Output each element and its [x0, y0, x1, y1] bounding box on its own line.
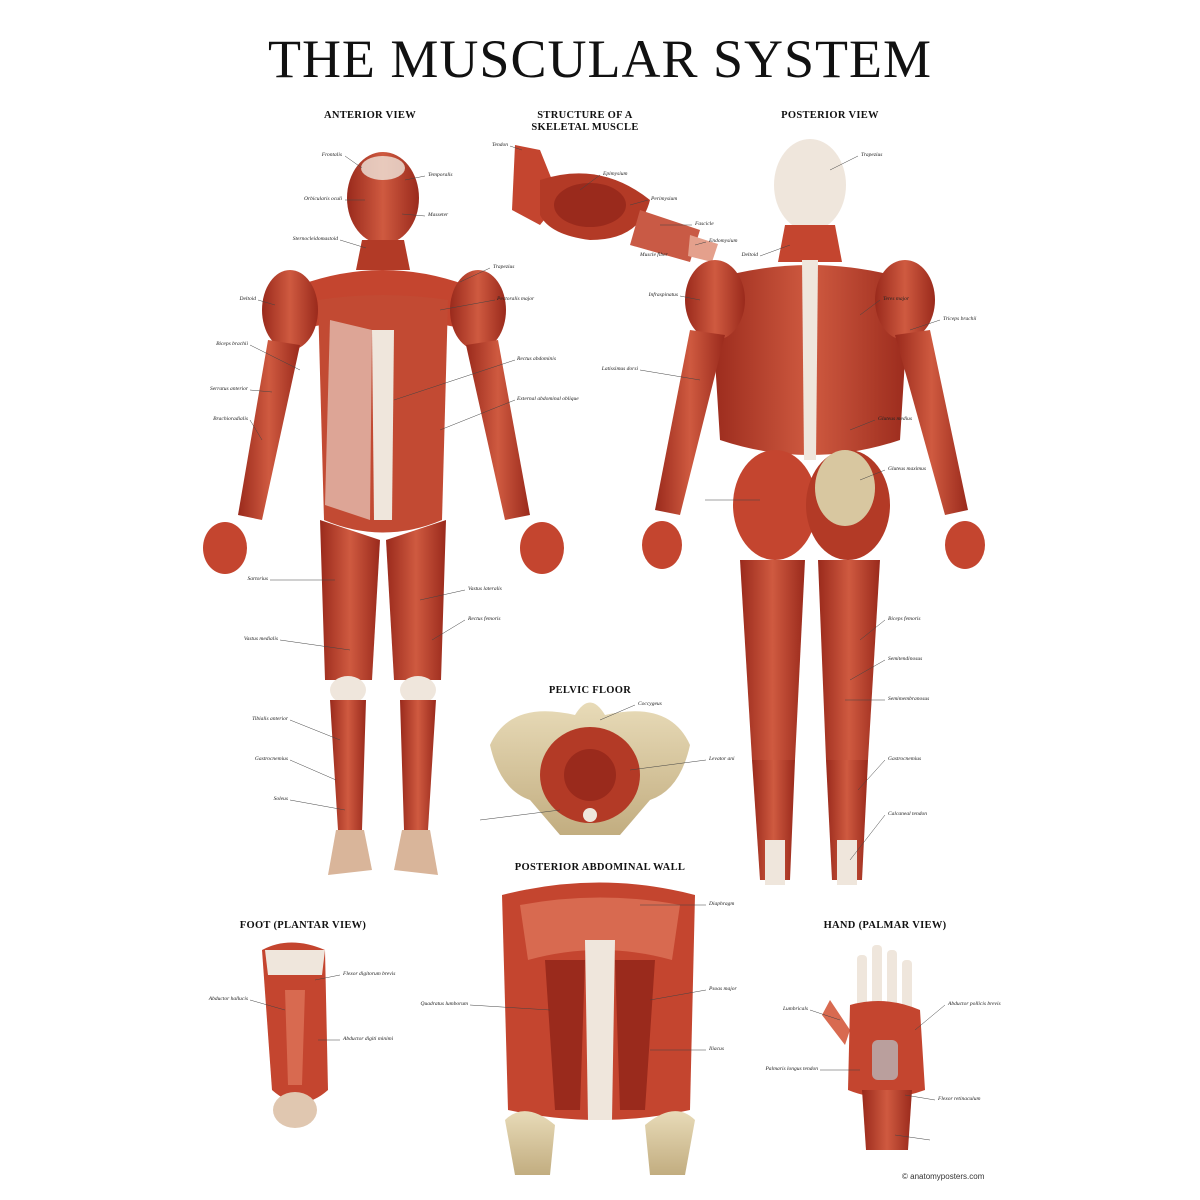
label-psoas-major: Psoas major: [709, 986, 737, 992]
label-gluteus-maximus: Gluteus maximus: [888, 466, 927, 472]
anterior-figure: [203, 152, 564, 875]
label-flexor-retinaculum: Flexor retinaculum: [938, 1096, 981, 1102]
label-sartorius: Sartorius: [247, 576, 268, 582]
label-trapezius-posterior: Trapezius: [861, 152, 883, 158]
anterior-view-heading: ANTERIOR VIEW: [323, 110, 417, 121]
leader-lines: [249, 145, 946, 1141]
skeletal-muscle-structure: [512, 145, 718, 262]
label-rectus-abdominis: Rectus abdominis: [517, 356, 556, 362]
label-pectoralis-major: Pectoralis major: [497, 296, 535, 302]
label-levator-ani: Levator ani: [709, 756, 735, 762]
label-tibialis-anterior: Tibialis anterior: [252, 716, 288, 722]
label-triceps-brachii: Triceps brachii: [943, 316, 977, 322]
label-rectus-femoris: Rectus femoris: [468, 616, 501, 622]
credit-text: © anatomyposters.com: [902, 1172, 985, 1181]
label-coccygeus: Coccygeus: [638, 701, 662, 707]
skeletal-muscle-heading-line2: SKELETAL MUSCLE: [531, 122, 639, 133]
label-deltoid-posterior: Deltoid: [741, 252, 759, 258]
label-gastrocnemius-posterior: Gastrocnemius: [888, 756, 922, 762]
label-orbicularis-oculi: Orbicularis oculi: [303, 196, 342, 202]
label-vastus-medialis: Vastus medialis: [243, 636, 278, 642]
label-frontalis: Frontalis: [321, 152, 342, 158]
label-external-oblique: External abdominal oblique: [517, 396, 579, 402]
posterior-view-heading: POSTERIOR VIEW: [781, 110, 879, 121]
pelvic-floor-heading: PELVIC FLOOR: [548, 685, 632, 696]
label-lumbricals: Lumbricals: [782, 1006, 808, 1012]
label-teres-major: Teres major: [883, 296, 910, 302]
label-deltoid: Deltoid: [239, 296, 257, 302]
hand-palmar-heading: HAND (PALMAR VIEW): [823, 920, 947, 931]
label-brachioradialis: Brachioradialis: [213, 416, 248, 422]
label-abductor-digiti-minimi: Abductor digiti minimi: [343, 1036, 394, 1042]
pelvic-floor-illustration: [490, 702, 690, 835]
foot-plantar-heading: FOOT (PLANTAR VIEW): [239, 920, 367, 931]
label-masseter: Masseter: [428, 212, 449, 218]
label-abductor-hallucis: Abductor hallucis: [208, 996, 248, 1002]
label-temporalis: Temporalis: [428, 172, 453, 178]
skeletal-muscle-heading: STRUCTURE OF A SKELETAL MUSCLE: [515, 110, 655, 134]
label-abductor-pollicis-brevis: Abductor pollicis brevis: [948, 1001, 1001, 1007]
label-diaphragm: Diaphragm: [709, 901, 735, 907]
label-trapezius-anterior: Trapezius: [493, 264, 515, 270]
label-vastus-lateralis: Vastus lateralis: [468, 586, 502, 592]
label-biceps-brachii: Biceps brachii: [216, 341, 248, 347]
label-palmaris-longus: Palmaris longus tendon: [765, 1066, 818, 1072]
posterior-figure: [642, 139, 985, 885]
label-sternocleidomastoid: Sternocleidomastoid: [292, 236, 338, 242]
label-soleus-anterior: Soleus: [273, 796, 288, 802]
skeletal-muscle-heading-line1: STRUCTURE OF A: [537, 110, 633, 121]
label-flexor-digitorum-brevis: Flexor digitorum brevis: [343, 971, 396, 977]
posterior-abdominal-wall-illustration: [502, 882, 695, 1175]
label-serratus-anterior: Serratus anterior: [209, 386, 248, 392]
label-semitendinosus: Semitendinosus: [888, 656, 923, 662]
label-endomysium: Endomysium: [709, 238, 738, 244]
label-semimembranosus: Semimembranosus: [888, 696, 930, 702]
label-gluteus-medius: Gluteus medius: [878, 416, 913, 422]
hand-illustration: [822, 945, 925, 1150]
label-infraspinatus: Infraspinatus: [648, 292, 678, 298]
posterior-abdominal-wall-heading: POSTERIOR ABDOMINAL WALL: [514, 862, 686, 873]
poster-title: THE MUSCULAR SYSTEM: [267, 29, 933, 89]
label-calcaneal-tendon: Calcaneal tendon: [888, 811, 927, 817]
label-epimysium: Epimysium: [603, 171, 628, 177]
label-iliacus: Iliacus: [709, 1046, 724, 1052]
label-gastrocnemius-anterior: Gastrocnemius: [254, 756, 288, 762]
label-tendon: Tendon: [492, 142, 508, 148]
label-muscle-fiber: Muscle fiber: [640, 252, 668, 258]
label-latissimus-dorsi: Latissimus dorsi: [601, 366, 638, 372]
foot-illustration: [262, 942, 328, 1128]
label-biceps-femoris: Biceps femoris: [888, 616, 921, 622]
label-fascicle: Fascicle: [695, 221, 714, 227]
label-perimysium: Perimysium: [651, 196, 678, 202]
label-quadratus-lumborum: Quadratus lumborum: [420, 1001, 468, 1007]
